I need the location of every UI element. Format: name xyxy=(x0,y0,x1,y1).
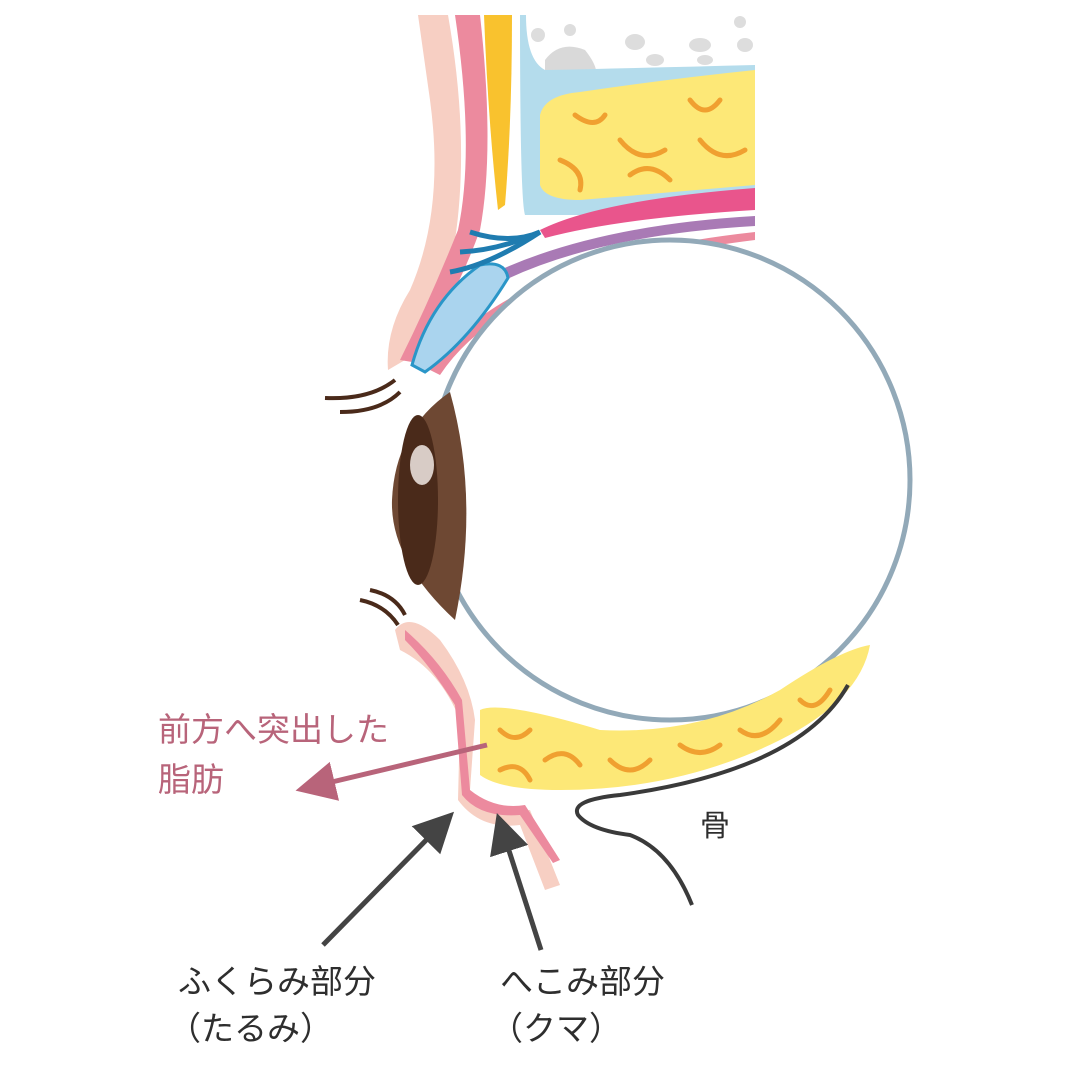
purple-layer xyxy=(500,216,755,280)
orbital-bone-line xyxy=(574,684,850,906)
eyeball xyxy=(427,237,913,723)
hollow-label-line1: へこみ部分 xyxy=(500,962,665,1001)
bulge-label-line1: ふくらみ部分 xyxy=(178,962,376,1001)
septum-yellow xyxy=(484,15,512,210)
tarsal-gland xyxy=(410,262,510,374)
eyelashes xyxy=(324,378,407,627)
fat-arrow xyxy=(295,742,488,801)
hollow-arrow xyxy=(490,812,544,951)
hollow-label-line2: （クマ） xyxy=(490,1009,622,1048)
lower-fat-texture xyxy=(497,687,833,783)
bone-label: 骨 xyxy=(700,809,730,844)
iris-highlight xyxy=(410,445,434,485)
bulge-label-line2: （たるみ） xyxy=(168,1009,333,1048)
upper-fat xyxy=(540,70,755,200)
bulge-arrow xyxy=(321,811,455,947)
fat-label-line1: 前方へ突出した xyxy=(158,710,389,749)
upper-muscle xyxy=(400,15,488,362)
lower-muscle xyxy=(405,630,560,863)
fat-label-line2: 脂肪 xyxy=(158,760,224,799)
upper-skin xyxy=(387,15,462,370)
levator-muscle xyxy=(540,188,755,238)
nerve-branches xyxy=(449,229,542,275)
pupil xyxy=(398,415,438,585)
lower-fat xyxy=(480,645,870,790)
upper-fat-texture xyxy=(557,97,748,193)
